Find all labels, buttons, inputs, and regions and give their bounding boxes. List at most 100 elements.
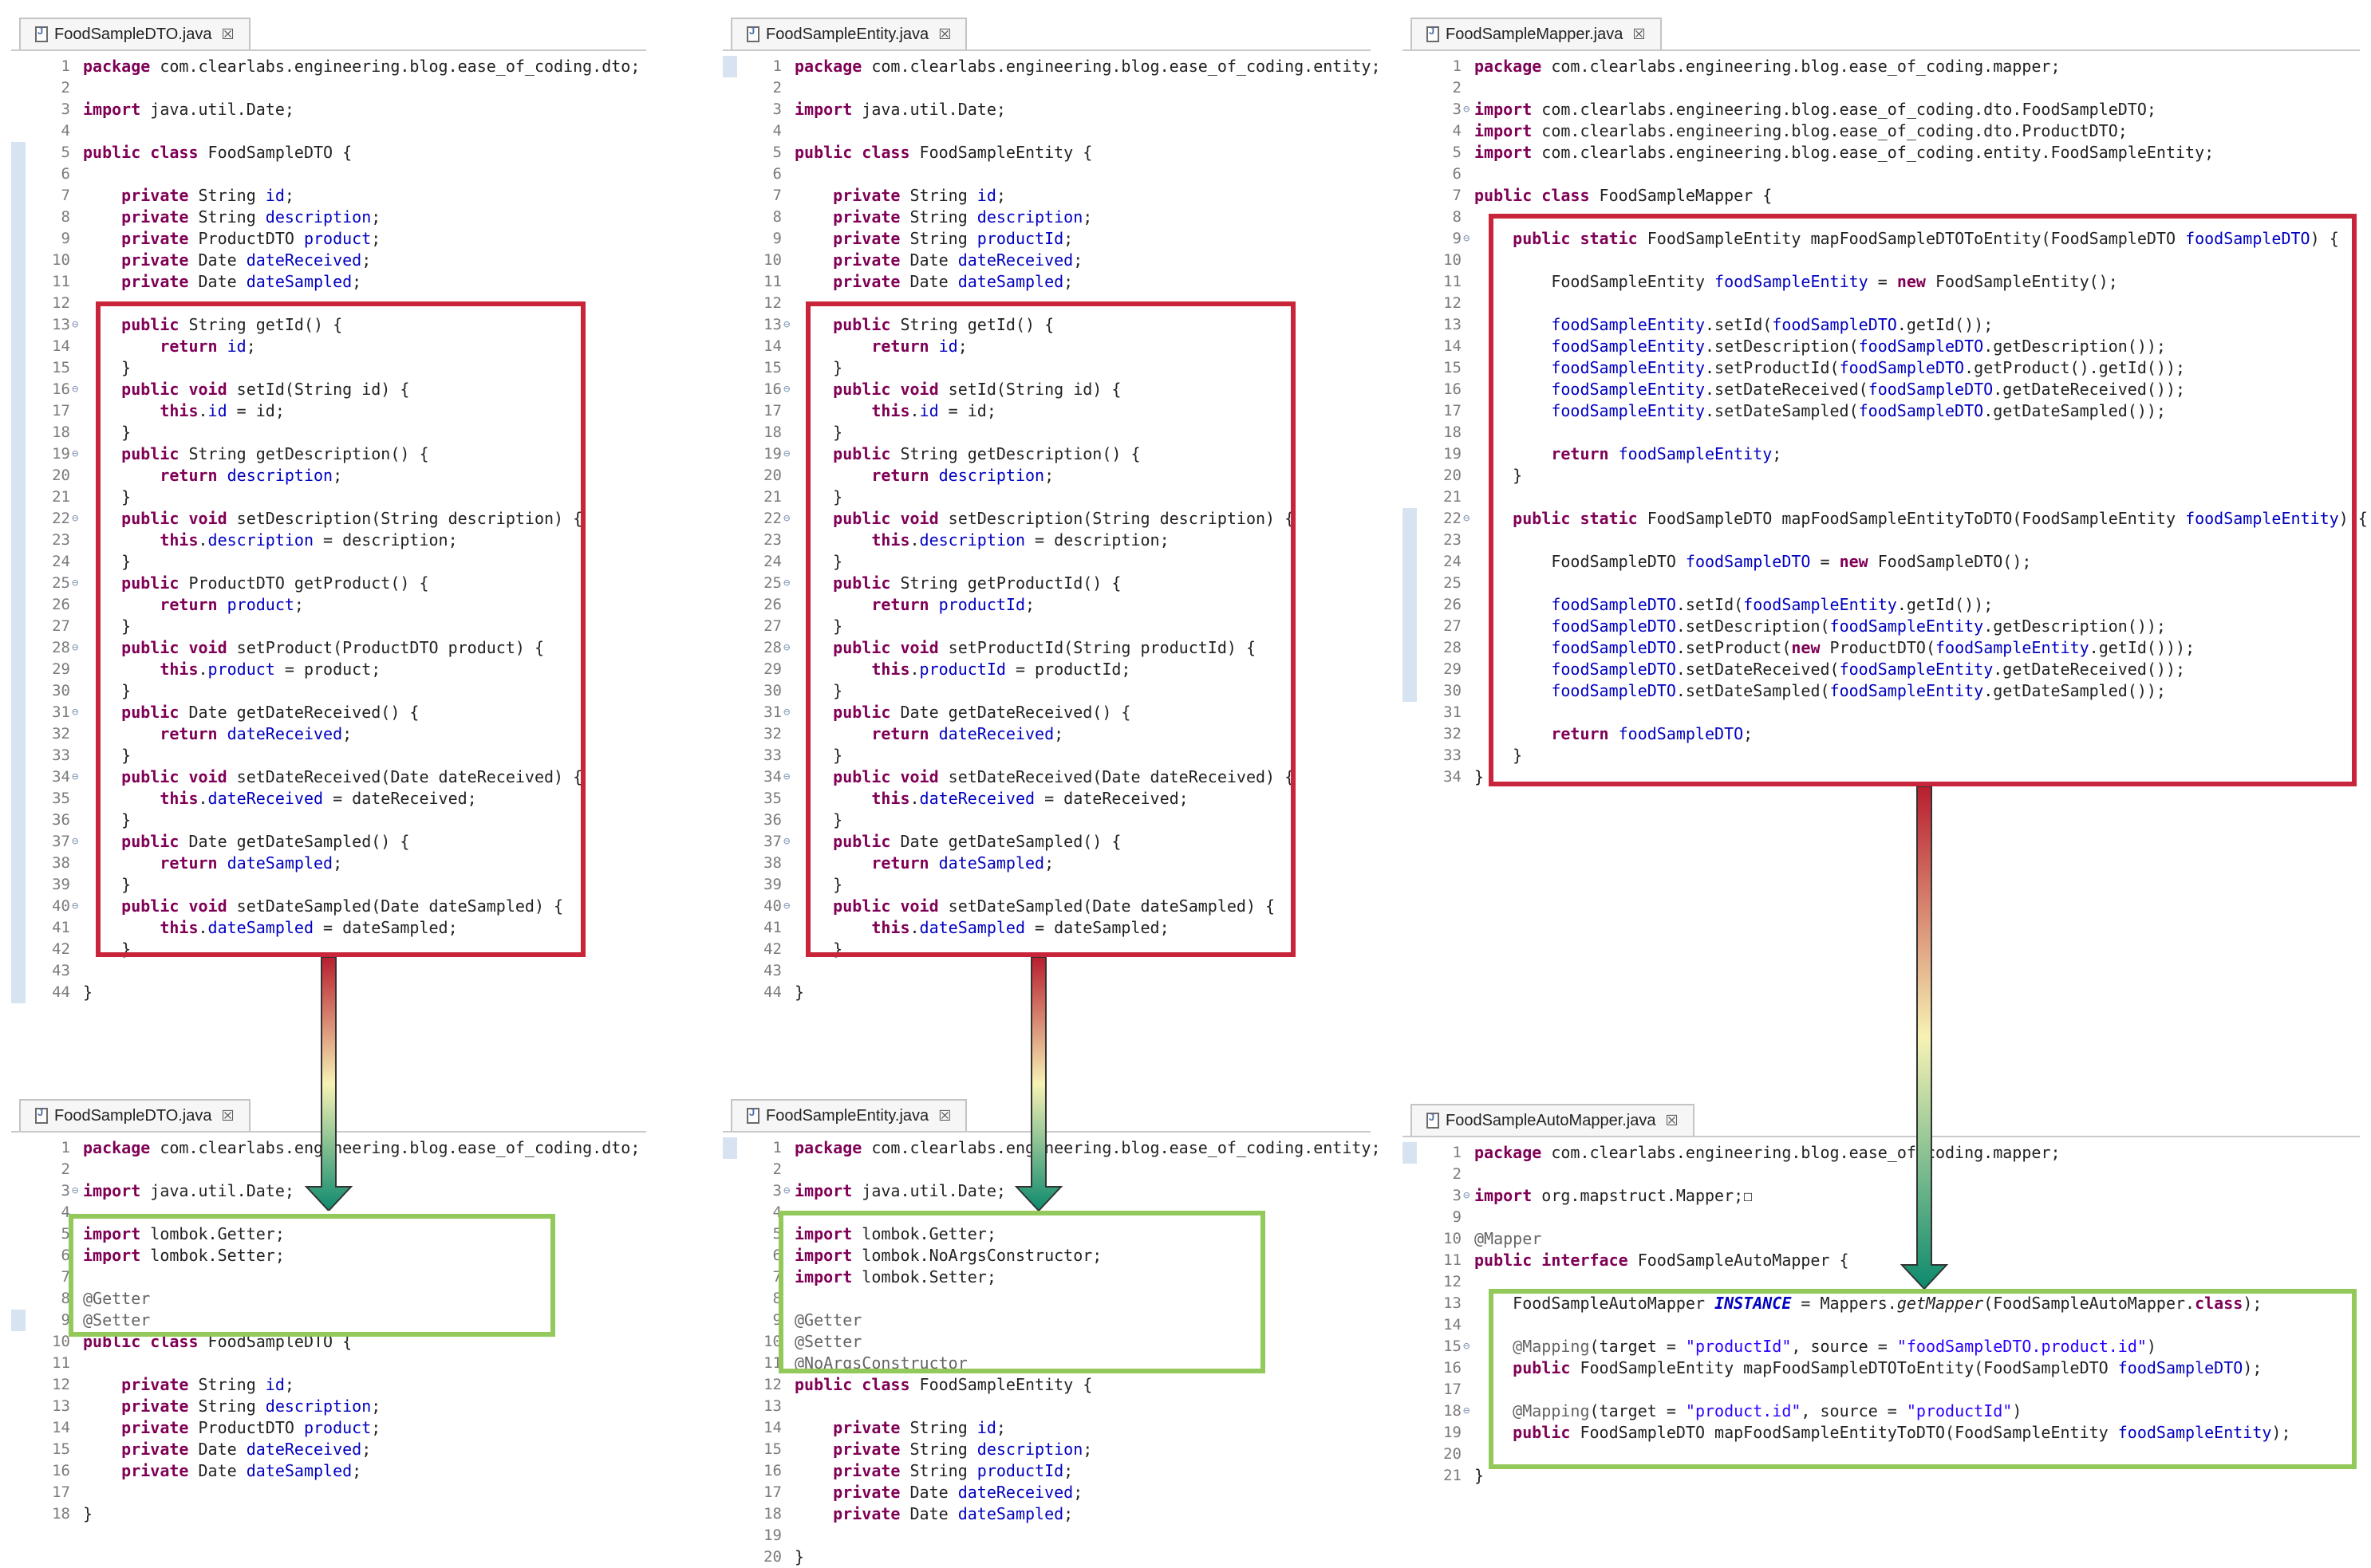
code-line[interactable]: 32 return dateReceived; [11, 723, 646, 745]
code-line[interactable]: 7 private String id; [723, 185, 1371, 207]
code-line[interactable]: 14 return id; [11, 336, 646, 357]
code-line[interactable]: 39 } [723, 874, 1371, 896]
fold-toggle-icon[interactable]: ⊖ [783, 706, 791, 719]
code-line[interactable]: 12 private String id; [11, 1374, 646, 1396]
code-line[interactable]: 12 [1402, 1271, 2360, 1293]
code-line[interactable]: 20 return description; [11, 465, 646, 487]
code-line[interactable]: 10 private Date dateReceived; [723, 250, 1371, 271]
code-line[interactable]: 15 } [723, 357, 1371, 379]
fold-toggle-icon[interactable]: ⊖ [72, 447, 79, 460]
code-line[interactable]: 36 } [723, 810, 1371, 831]
fold-toggle-icon[interactable]: ⊖ [1463, 1340, 1470, 1353]
code-line[interactable]: 4 [723, 1202, 1371, 1223]
code-line[interactable]: 11 private Date dateSampled; [723, 271, 1371, 293]
fold-toggle-icon[interactable]: ⊖ [783, 900, 791, 912]
code-line[interactable]: 23 [1402, 530, 2360, 551]
code-line[interactable]: 25⊖ public ProductDTO getProduct() { [11, 573, 646, 594]
code-line[interactable]: 19⊖ public String getDescription() { [723, 443, 1371, 465]
code-line[interactable]: 16 private Date dateSampled; [11, 1460, 646, 1482]
code-line[interactable]: 26 return product; [11, 594, 646, 616]
code-line[interactable]: 6 [11, 163, 646, 185]
code-line[interactable]: 34⊖ public void setDateReceived(Date dat… [11, 766, 646, 788]
code-line[interactable]: 34⊖ public void setDateReceived(Date dat… [723, 766, 1371, 788]
code-line[interactable]: 25 [1402, 573, 2360, 594]
code-line[interactable]: 7 private String id; [11, 185, 646, 207]
fold-toggle-icon[interactable]: ⊖ [783, 1184, 791, 1197]
code-line[interactable]: 30 } [11, 680, 646, 702]
code-line[interactable]: 19 return foodSampleEntity; [1402, 443, 2360, 465]
code-line[interactable]: 17 this.id = id; [11, 400, 646, 422]
code-line[interactable]: 4 [723, 120, 1371, 142]
code-line[interactable]: 8@Getter [11, 1288, 646, 1310]
code-line[interactable]: 20 } [1402, 465, 2360, 487]
code-line[interactable]: 8 [1402, 207, 2360, 228]
fold-toggle-icon[interactable]: ⊖ [783, 641, 791, 654]
code-line[interactable]: 13⊖ public String getId() { [723, 314, 1371, 336]
code-line[interactable]: 18 } [11, 422, 646, 443]
code-line[interactable]: 3⊖import com.clearlabs.engineering.blog.… [1402, 99, 2360, 120]
fold-toggle-icon[interactable]: ⊖ [72, 900, 79, 912]
code-line[interactable]: 19⊖ public String getDescription() { [11, 443, 646, 465]
code-line[interactable]: 40⊖ public void setDateSampled(Date date… [723, 896, 1371, 917]
code-line[interactable]: 15 foodSampleEntity.setProductId(foodSam… [1402, 357, 2360, 379]
editor-tab-dto-before[interactable]: FoodSampleDTO.java ☒ [19, 18, 251, 49]
code-line[interactable]: 23 this.description = description; [723, 530, 1371, 551]
code-line[interactable]: 11 FoodSampleEntity foodSampleEntity = n… [1402, 271, 2360, 293]
code-line[interactable]: 2 [11, 1159, 646, 1180]
close-tab-icon[interactable]: ☒ [221, 26, 235, 42]
code-line[interactable]: 19 public FoodSampleDTO mapFoodSampleEnt… [1402, 1422, 2360, 1444]
code-line[interactable]: 28⊖ public void setProduct(ProductDTO pr… [11, 637, 646, 659]
fold-toggle-icon[interactable]: ⊖ [783, 447, 791, 460]
code-line[interactable]: 27 } [11, 616, 646, 637]
code-line[interactable]: 43 [723, 960, 1371, 982]
code-line[interactable]: 31⊖ public Date getDateReceived() { [11, 702, 646, 723]
code-line[interactable]: 9 private String productId; [723, 228, 1371, 250]
fold-toggle-icon[interactable]: ⊖ [1463, 1405, 1470, 1417]
code-line[interactable]: 36 } [11, 810, 646, 831]
code-line[interactable]: 17 [11, 1482, 646, 1503]
code-line[interactable]: 3⊖import java.util.Date; [723, 1180, 1371, 1202]
code-line[interactable]: 2 [723, 1159, 1371, 1180]
fold-toggle-icon[interactable]: ⊖ [783, 383, 791, 396]
code-line[interactable]: 11 [11, 1353, 646, 1374]
editor-tab-entity-after[interactable]: FoodSampleEntity.java ☒ [731, 1099, 968, 1131]
code-line[interactable]: 22⊖ public void setDescription(String de… [723, 508, 1371, 530]
code-line[interactable]: 20 [1402, 1444, 2360, 1465]
fold-toggle-icon[interactable]: ⊖ [1463, 232, 1470, 245]
code-line[interactable]: 41 this.dateSampled = dateSampled; [11, 917, 646, 939]
code-line[interactable]: 34} [1402, 766, 2360, 788]
code-line[interactable]: 15 } [11, 357, 646, 379]
code-line[interactable]: 6 [1402, 163, 2360, 185]
code-line[interactable]: 4 [11, 120, 646, 142]
code-line[interactable]: 44} [723, 982, 1371, 1003]
code-line[interactable]: 44} [11, 982, 646, 1003]
code-line[interactable]: 13 private String description; [11, 1396, 646, 1417]
code-line[interactable]: 7 [11, 1267, 646, 1288]
code-line[interactable]: 13 [723, 1396, 1371, 1417]
code-line[interactable]: 2 [11, 77, 646, 99]
code-line[interactable]: 16⊖ public void setId(String id) { [723, 379, 1371, 400]
code-line[interactable]: 8 private String description; [11, 207, 646, 228]
code-line[interactable]: 37⊖ public Date getDateSampled() { [11, 831, 646, 853]
code-line[interactable]: 27 } [723, 616, 1371, 637]
code-line[interactable]: 14 [1402, 1314, 2360, 1336]
close-tab-icon[interactable]: ☒ [1665, 1112, 1679, 1129]
code-line[interactable]: 20} [723, 1546, 1371, 1568]
fold-toggle-icon[interactable]: ⊖ [72, 318, 79, 331]
editor-tab-automapper-after[interactable]: FoodSampleAutoMapper.java ☒ [1410, 1104, 1694, 1136]
code-line[interactable]: 18 } [723, 422, 1371, 443]
